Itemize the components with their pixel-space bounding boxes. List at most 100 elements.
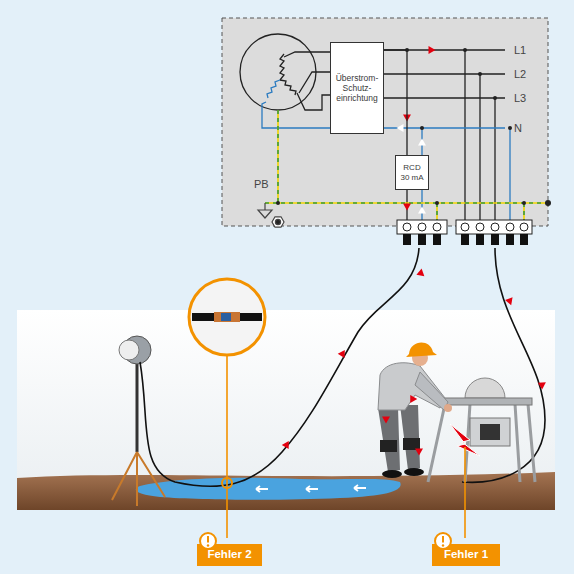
- node-text: Fehler 2: [207, 549, 251, 561]
- phase-wire: [384, 49, 505, 50]
- phase-wire: [384, 50, 505, 222]
- node-text: RCD 30 mA: [400, 163, 424, 182]
- warning-icon: [435, 533, 451, 549]
- warning-icon: [200, 533, 216, 549]
- phase-wire: [479, 74, 480, 222]
- generator-symbol: [297, 93, 330, 110]
- circular-saw: [428, 378, 535, 482]
- socket-outlet: [461, 223, 469, 231]
- distribution-cabinet: [222, 18, 548, 226]
- current-arrow-red: [429, 46, 436, 54]
- neutral-wire: [509, 128, 510, 222]
- fault-tag: Fehler 2: [197, 544, 262, 566]
- generator-symbol: [240, 34, 316, 110]
- protective-earth-wire: [265, 110, 548, 222]
- current-arrow-red: [282, 439, 292, 449]
- socket-outlet: [403, 234, 411, 245]
- protective-earth-wire: [265, 110, 548, 222]
- junction-dot: [493, 96, 497, 100]
- junction-dot: [276, 201, 280, 205]
- socket-outlet: [461, 234, 469, 245]
- junction-dot: [405, 48, 409, 52]
- floodlight: [112, 452, 165, 506]
- leader-line: [464, 447, 466, 538]
- water-puddle: [136, 478, 401, 500]
- junction-dot: [435, 201, 439, 205]
- current-arrow-red: [538, 382, 546, 389]
- ground-symbol: [275, 219, 280, 224]
- socket-outlet: [418, 234, 426, 245]
- neutral-wire: [421, 190, 422, 222]
- current-arrow-white: [306, 486, 318, 492]
- socket-outlet: [520, 234, 528, 245]
- node-text: Fehler 1: [444, 549, 488, 561]
- circular-saw: [465, 378, 505, 398]
- current-arrow-red: [397, 124, 404, 132]
- current-arrow-white: [354, 485, 366, 491]
- floodlight: [112, 336, 165, 506]
- warning-icon: [207, 536, 209, 543]
- conductor-label: L1: [514, 45, 526, 56]
- current-arrow-red: [382, 417, 390, 424]
- rcd-box: RCD 30 mA: [395, 155, 429, 190]
- socket-outlet: [403, 223, 411, 231]
- conductor-label: L3: [514, 93, 526, 104]
- cable: [140, 248, 545, 486]
- socket-outlet: [397, 220, 447, 234]
- current-arrow-red: [407, 395, 417, 405]
- current-arrow-red: [338, 348, 348, 358]
- phase-wire: [384, 73, 505, 74]
- socket-outlet: [456, 220, 532, 234]
- current-arrow-red: [505, 297, 515, 306]
- socket-outlet: [433, 223, 441, 231]
- junction-dot: [420, 126, 424, 130]
- junction-dot: [478, 72, 482, 76]
- generator-symbol: [280, 54, 284, 80]
- scene-background: [17, 472, 555, 510]
- ground-symbol: [258, 210, 272, 218]
- junction-dot: [508, 126, 512, 130]
- circular-saw: [428, 404, 535, 482]
- cable: [140, 248, 419, 486]
- worker: [378, 342, 452, 478]
- floodlight: [119, 340, 139, 360]
- socket-outlet: [403, 223, 528, 231]
- earth-label: PB: [254, 179, 269, 190]
- warning-icon: [207, 544, 209, 546]
- current-arrow-red: [418, 207, 426, 214]
- socket-outlet: [397, 220, 532, 245]
- scene-background: [17, 310, 555, 510]
- current-arrow-white: [256, 486, 268, 492]
- socket-outlet: [418, 223, 426, 231]
- detail-magnifier: [214, 312, 240, 322]
- protection-device-box: Überstrom- Schutz- einrichtung: [330, 42, 384, 134]
- current-arrow-red: [403, 204, 411, 211]
- warning-icon: [200, 533, 451, 549]
- ground-symbol: [264, 203, 265, 210]
- warning-icon: [442, 544, 444, 546]
- generator-symbol: [240, 34, 330, 110]
- junction-dot: [522, 201, 526, 205]
- generator-symbol: [280, 80, 296, 95]
- node-text: Überstrom- Schutz- einrichtung: [335, 73, 379, 104]
- warning-icon: [442, 536, 444, 543]
- current-arrow-red: [415, 449, 423, 456]
- worker: [378, 408, 400, 472]
- detail-magnifier: [192, 313, 262, 321]
- worker: [406, 342, 437, 357]
- detail-magnifier: [221, 313, 231, 321]
- scene-background: [17, 310, 555, 510]
- socket-outlet: [403, 234, 528, 245]
- junction-dot: [545, 200, 551, 206]
- generator-symbol: [284, 52, 330, 57]
- neutral-wire: [262, 102, 510, 222]
- wire-connector: [384, 50, 407, 155]
- conductor-label: L2: [514, 69, 526, 80]
- water-puddle: [136, 478, 401, 500]
- circular-saw: [440, 398, 532, 405]
- worker: [444, 404, 452, 412]
- fault-tag: Fehler 1: [432, 544, 500, 566]
- circular-saw: [480, 424, 500, 440]
